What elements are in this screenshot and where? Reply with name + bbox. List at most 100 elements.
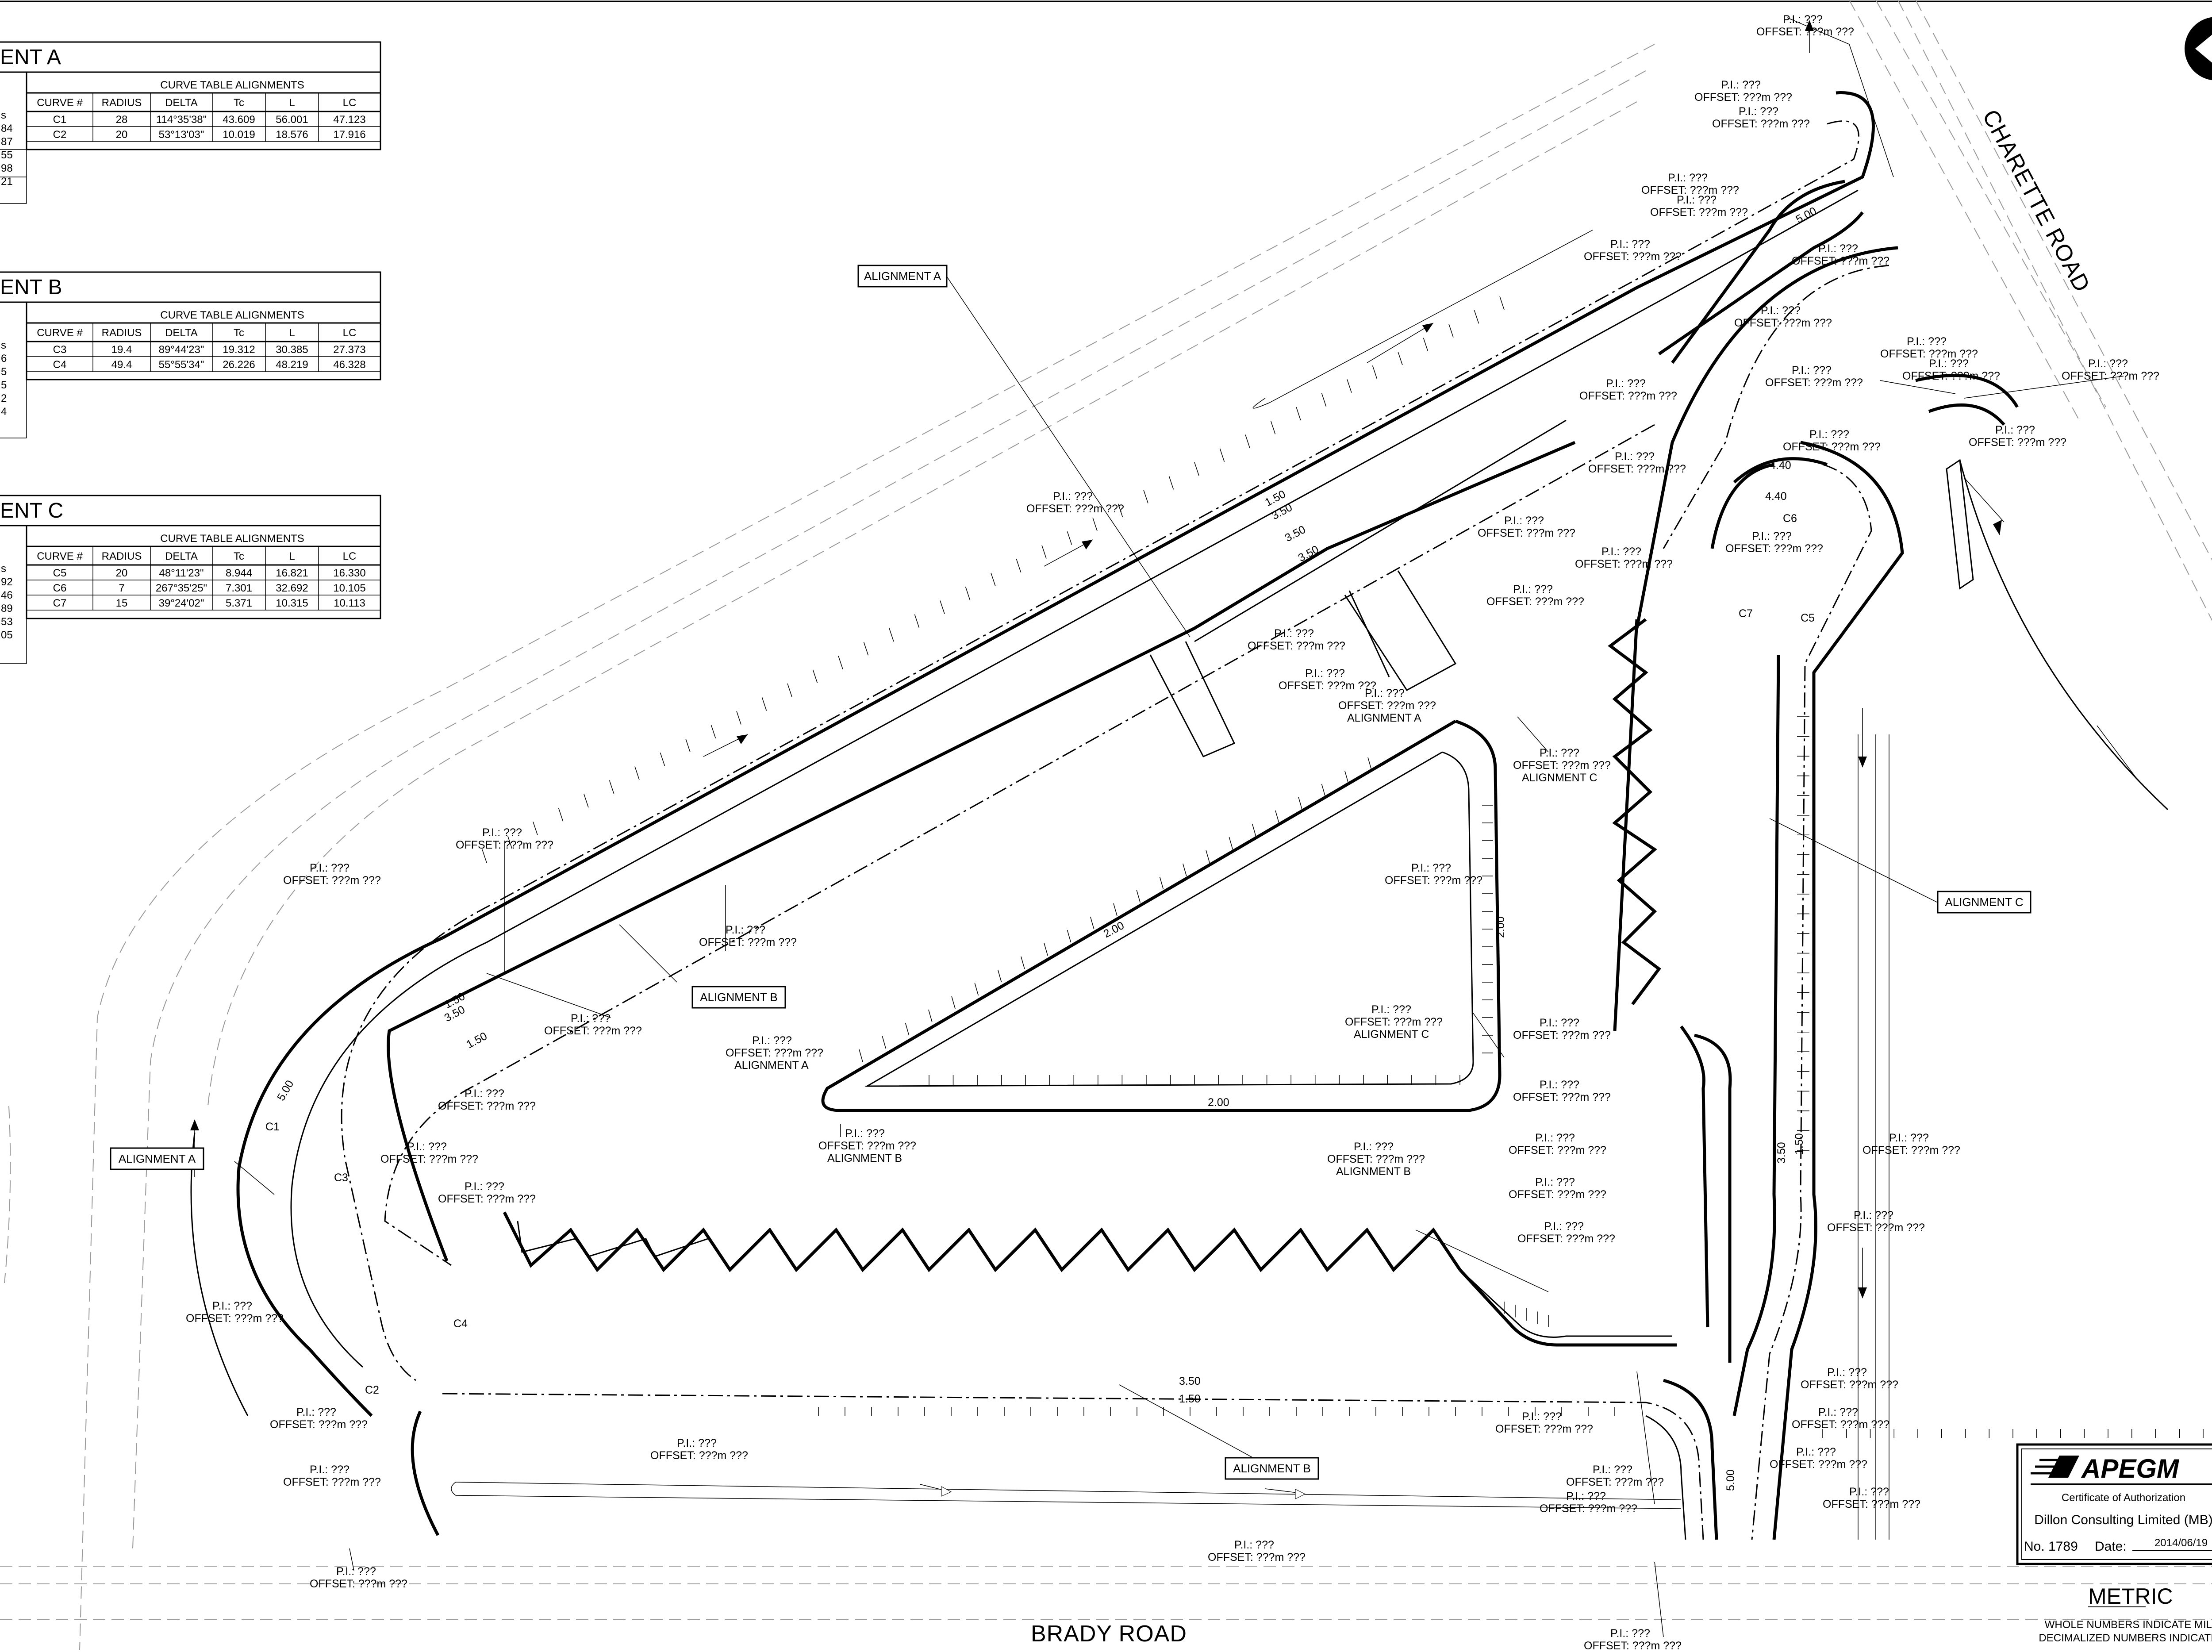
table-cell: 47.123 <box>333 114 365 126</box>
offset-label: OFFSET: ???m ??? <box>1641 184 1739 196</box>
table-cell: 18.576 <box>276 129 308 141</box>
dimension: 5.00 <box>1724 1469 1737 1491</box>
table-fragment: s <box>1 339 6 351</box>
alignment-b-box: ALIGNMENT B <box>1225 1457 1319 1480</box>
offset-label: OFFSET: ???m ??? <box>1540 1502 1637 1515</box>
pi-callout: P.I.: ???OFFSET: ???m ??? <box>186 1300 284 1325</box>
flow-arrows <box>190 20 2137 1499</box>
pi-callout: P.I.: ???OFFSET: ???m ??? <box>1517 1220 1615 1245</box>
table-cell: C1 <box>53 114 67 126</box>
offset-label: OFFSET: ???m ??? <box>1969 436 2066 449</box>
alignment-tag: ALIGNMENT C <box>1354 1028 1429 1041</box>
pi-callout: P.I.: ???OFFSET: ???m ??? <box>380 1141 478 1165</box>
pi-callout: P.I.: ???OFFSET: ???m ??? <box>1584 1627 1682 1652</box>
pi-callout: P.I.: ???OFFSET: ???m ??? <box>1495 1410 1593 1435</box>
pi-label: P.I.: ??? <box>465 1180 504 1193</box>
pi-callout: P.I.: ???OFFSET: ???m ??? <box>544 1012 642 1037</box>
units-note-1: WHOLE NUMBERS INDICATE MILLIMETRES <box>2045 1619 2212 1631</box>
offset-label: OFFSET: ???m ??? <box>1770 1458 1867 1471</box>
dimension: 1.50 <box>1179 1393 1201 1405</box>
pi-callout: P.I.: ???OFFSET: ???m ??? <box>1026 490 1124 515</box>
table-fragment: 87 <box>1 136 13 148</box>
table-cell: 114°35'38" <box>156 114 207 126</box>
offset-label: OFFSET: ???m ??? <box>1584 1640 1682 1650</box>
pi-callout: P.I.: ???OFFSET: ???m ??? <box>456 826 553 851</box>
pi-callout: P.I.: ???OFFSET: ???m ??? <box>1584 238 1682 263</box>
pi-callout: P.I.: ???OFFSET: ???m ??? <box>1579 377 1677 402</box>
pi-callout: P.I.: ???OFFSET: ???m ??? <box>1969 424 2066 449</box>
pi-callout: P.I.: ???OFFSET: ???m ??? <box>1792 1406 1889 1431</box>
pi-label: P.I.: ??? <box>1783 13 1823 26</box>
alignment-c-box: ALIGNMENT C <box>1937 891 2032 914</box>
svg-text:ALIGNMENT A: ALIGNMENT A <box>864 269 941 283</box>
curve-table-header: CURVE TABLE ALIGNMENTS <box>160 309 304 321</box>
alignment-tag: ALIGNMENT A <box>734 1059 809 1072</box>
pi-callout: P.I.: ???OFFSET: ???m ??? <box>1513 1079 1611 1103</box>
table-fragment: 55 <box>1 149 13 161</box>
dimension: 3.50 <box>1283 523 1308 545</box>
table-column-header: DELTA <box>165 97 198 109</box>
curb-tick-marks <box>482 296 2204 1438</box>
pi-callout: P.I.: ???OFFSET: ???m ??? <box>1880 335 1978 360</box>
table-column-header: LC <box>343 327 357 339</box>
pi-label: P.I.: ??? <box>726 924 765 936</box>
pi-label: P.I.: ??? <box>1411 862 1451 874</box>
table-cell: 28 <box>116 114 128 126</box>
curve-table-header: CURVE TABLE ALIGNMENTS <box>160 533 304 545</box>
offset-label: OFFSET: ???m ??? <box>1579 390 1677 402</box>
pi-label: P.I.: ??? <box>1504 515 1544 527</box>
dimension: 2.00 <box>1494 916 1507 938</box>
pi-callout: P.I.: ???OFFSET: ???m ???ALIGNMENT A <box>1338 687 1436 724</box>
pi-label: P.I.: ??? <box>1540 1079 1579 1091</box>
curve-table-b: ENT B CURVE TABLE ALIGNMENTS CURVE #RADI… <box>0 271 381 438</box>
pi-label: P.I.: ??? <box>1827 1366 1867 1379</box>
offset-label: OFFSET: ???m ??? <box>1863 1144 1960 1156</box>
pi-label: P.I.: ??? <box>1677 194 1717 206</box>
curve-label: C7 <box>1739 607 1753 620</box>
pi-callout: P.I.: ???OFFSET: ???m ??? <box>1650 194 1748 219</box>
table-column-header: DELTA <box>165 550 198 562</box>
pi-label: P.I.: ??? <box>1365 687 1405 699</box>
offset-label: OFFSET: ???m ??? <box>1513 759 1611 772</box>
offset-label: OFFSET: ???m ??? <box>1880 348 1978 360</box>
north-arrow-icon: N <box>2185 17 2212 81</box>
pi-offset-labels: P.I.: ???OFFSET: ???m ???P.I.: ???OFFSET… <box>186 13 2159 1652</box>
table-cell: 17.916 <box>333 129 365 141</box>
pi-label: P.I.: ??? <box>1540 1017 1579 1029</box>
offset-label: OFFSET: ???m ??? <box>186 1312 284 1325</box>
pi-label: P.I.: ??? <box>1593 1464 1632 1476</box>
offset-label: OFFSET: ???m ??? <box>283 874 381 887</box>
pi-label: P.I.: ??? <box>1535 1132 1575 1144</box>
offset-label: OFFSET: ???m ??? <box>1575 558 1673 570</box>
dimension: 1.50 <box>1793 1133 1805 1155</box>
pi-callout: P.I.: ???OFFSET: ???m ??? <box>699 924 797 949</box>
pi-label: P.I.: ??? <box>845 1127 885 1140</box>
pi-callout: P.I.: ???OFFSET: ???m ??? <box>1509 1132 1606 1156</box>
pi-callout: P.I.: ???OFFSET: ???m ??? <box>1863 1132 1960 1156</box>
offset-label: OFFSET: ???m ??? <box>1725 542 1823 555</box>
table-column-header: CURVE # <box>37 97 83 109</box>
pi-callout: P.I.: ???OFFSET: ???m ??? <box>1694 79 1792 104</box>
pi-label: P.I.: ??? <box>1305 667 1345 680</box>
offset-label: OFFSET: ???m ??? <box>1486 595 1584 608</box>
alignment-tag: ALIGNMENT B <box>1336 1165 1411 1178</box>
pi-callout: P.I.: ???OFFSET: ???m ??? <box>1478 515 1575 539</box>
pi-callout: P.I.: ???OFFSET: ???m ??? <box>1792 242 1889 267</box>
offset-label: OFFSET: ???m ??? <box>1345 1016 1443 1028</box>
table-cell: 20 <box>116 129 128 141</box>
pi-label: P.I.: ??? <box>1610 238 1650 250</box>
pi-label: P.I.: ??? <box>1053 490 1093 503</box>
offset-label: OFFSET: ???m ??? <box>1509 1144 1606 1156</box>
alignment-b-box: ALIGNMENT B <box>691 986 786 1009</box>
pi-label: P.I.: ??? <box>1234 1539 1274 1551</box>
alignment-a-box: ALIGNMENT A <box>110 1147 204 1170</box>
table-column-header: DELTA <box>165 327 198 339</box>
pi-callout: P.I.: ???OFFSET: ???m ??? <box>1783 428 1881 453</box>
curve-table-title: ENT A <box>0 46 61 69</box>
table-cell: 10.105 <box>333 582 365 594</box>
pi-label: P.I.: ??? <box>1668 172 1708 184</box>
pi-callout: P.I.: ???OFFSET: ???m ???ALIGNMENT A <box>726 1034 823 1072</box>
offset-label: OFFSET: ???m ??? <box>1513 1029 1611 1041</box>
offset-label: OFFSET: ???m ??? <box>1208 1551 1306 1564</box>
offset-label: OFFSET: ???m ??? <box>1478 527 1575 539</box>
